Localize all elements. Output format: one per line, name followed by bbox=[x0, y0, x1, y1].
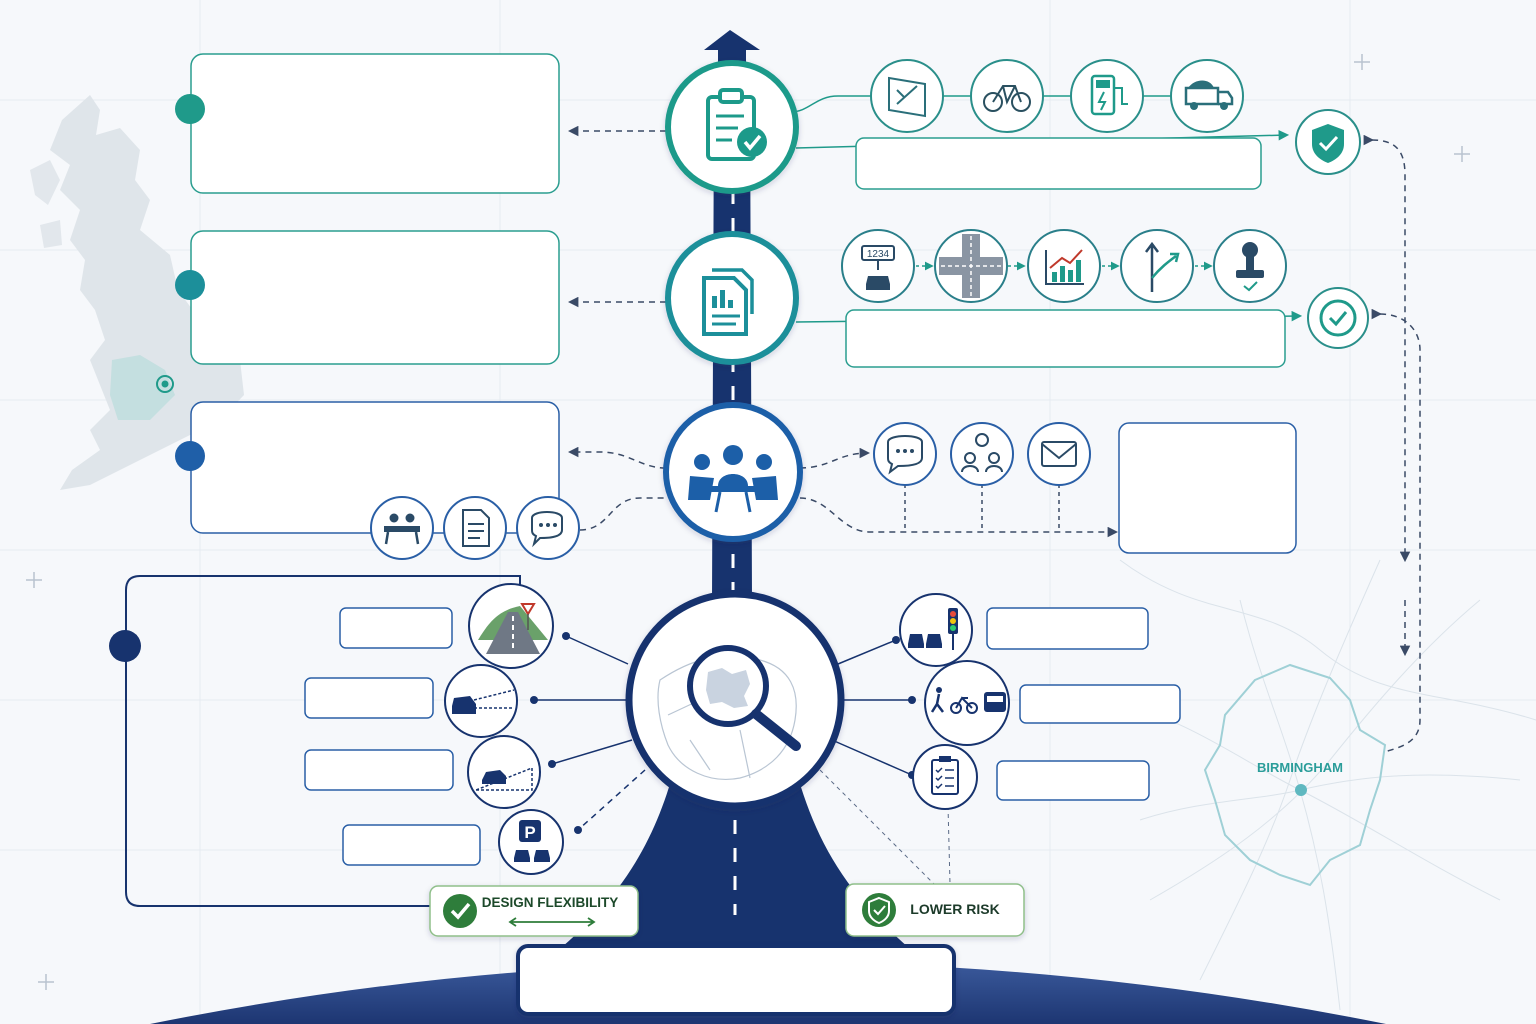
stakeholders-icon bbox=[950, 422, 1014, 486]
bottom-banner bbox=[516, 944, 956, 1016]
shield-check-icon bbox=[1295, 109, 1361, 175]
stage-1 bbox=[175, 53, 1361, 194]
route-options-icon bbox=[1120, 229, 1194, 303]
growth-chart-icon bbox=[1027, 229, 1101, 303]
svg-text:P: P bbox=[524, 823, 535, 842]
traffic-signal-icon bbox=[899, 593, 973, 667]
stage-4-frame bbox=[125, 575, 521, 907]
plus-marks bbox=[26, 54, 1470, 990]
checklist-icon bbox=[912, 744, 978, 810]
circle-check-icon bbox=[1307, 287, 1369, 349]
stage-4-label-box-4 bbox=[342, 824, 481, 866]
uk-map bbox=[30, 95, 244, 490]
bicycle-icon bbox=[970, 59, 1044, 133]
design-flexibility-label: DESIGN FLEXIBILITY bbox=[482, 895, 619, 910]
lower-risk-label: LOWER RISK bbox=[910, 901, 999, 917]
ev-charger-icon bbox=[1070, 59, 1144, 133]
magnifier-map-icon bbox=[625, 590, 845, 810]
stage-2-text-box bbox=[190, 230, 560, 365]
stage-4-label-box-1 bbox=[339, 607, 453, 649]
report-documents-icon bbox=[665, 231, 799, 365]
design-flexibility-badge: DESIGN FLEXIBILITY bbox=[429, 885, 639, 937]
incline-car-icon bbox=[467, 735, 541, 809]
blueprint-icon bbox=[870, 59, 944, 133]
junction-icon bbox=[934, 229, 1008, 303]
stage-3-output-box bbox=[1118, 422, 1297, 554]
stage-2-detail-box bbox=[845, 309, 1286, 368]
truck-icon bbox=[1170, 59, 1244, 133]
road-yield-icon bbox=[468, 583, 554, 669]
stage-4-label-box-2 bbox=[304, 677, 434, 719]
document-icon bbox=[443, 496, 507, 560]
stage-1-detail-box bbox=[855, 137, 1262, 190]
meeting-table-icon bbox=[370, 496, 434, 560]
city-label: BIRMINGHAM bbox=[1257, 760, 1343, 775]
counter-digits: 1234 bbox=[867, 249, 890, 260]
stage-4-label-box-6 bbox=[1019, 684, 1181, 724]
stage-4-label-box-3 bbox=[304, 749, 454, 791]
stage-1-dot bbox=[175, 94, 205, 124]
chat-bubble-icon bbox=[873, 422, 937, 486]
clipboard-check-icon bbox=[665, 60, 799, 194]
approval-stamp-icon bbox=[1213, 229, 1287, 303]
stage-3 bbox=[175, 401, 1297, 560]
stage-4-dot bbox=[109, 630, 141, 662]
stage-4-label-box-7 bbox=[996, 760, 1150, 801]
stage-4-label-box-5 bbox=[986, 607, 1149, 650]
parking-icon: P bbox=[498, 809, 564, 875]
stage-2: 1234 bbox=[175, 229, 1369, 368]
stage-3-dot bbox=[175, 441, 205, 471]
envelope-icon bbox=[1027, 422, 1091, 486]
chat-icon bbox=[516, 496, 580, 560]
meeting-icon bbox=[663, 402, 803, 542]
birmingham-map: BIRMINGHAM bbox=[1109, 559, 1536, 1011]
lower-risk-badge: LOWER RISK bbox=[845, 883, 1025, 937]
sightline-car-icon bbox=[444, 664, 518, 738]
stage-2-dot bbox=[175, 270, 205, 300]
pedestrian-cycle-bus-icon bbox=[924, 660, 1010, 746]
stage-4: P bbox=[109, 575, 1181, 907]
stage-1-text-box bbox=[190, 53, 560, 194]
feedback-loop bbox=[1363, 134, 1421, 753]
traffic-counter-icon: 1234 bbox=[841, 229, 915, 303]
